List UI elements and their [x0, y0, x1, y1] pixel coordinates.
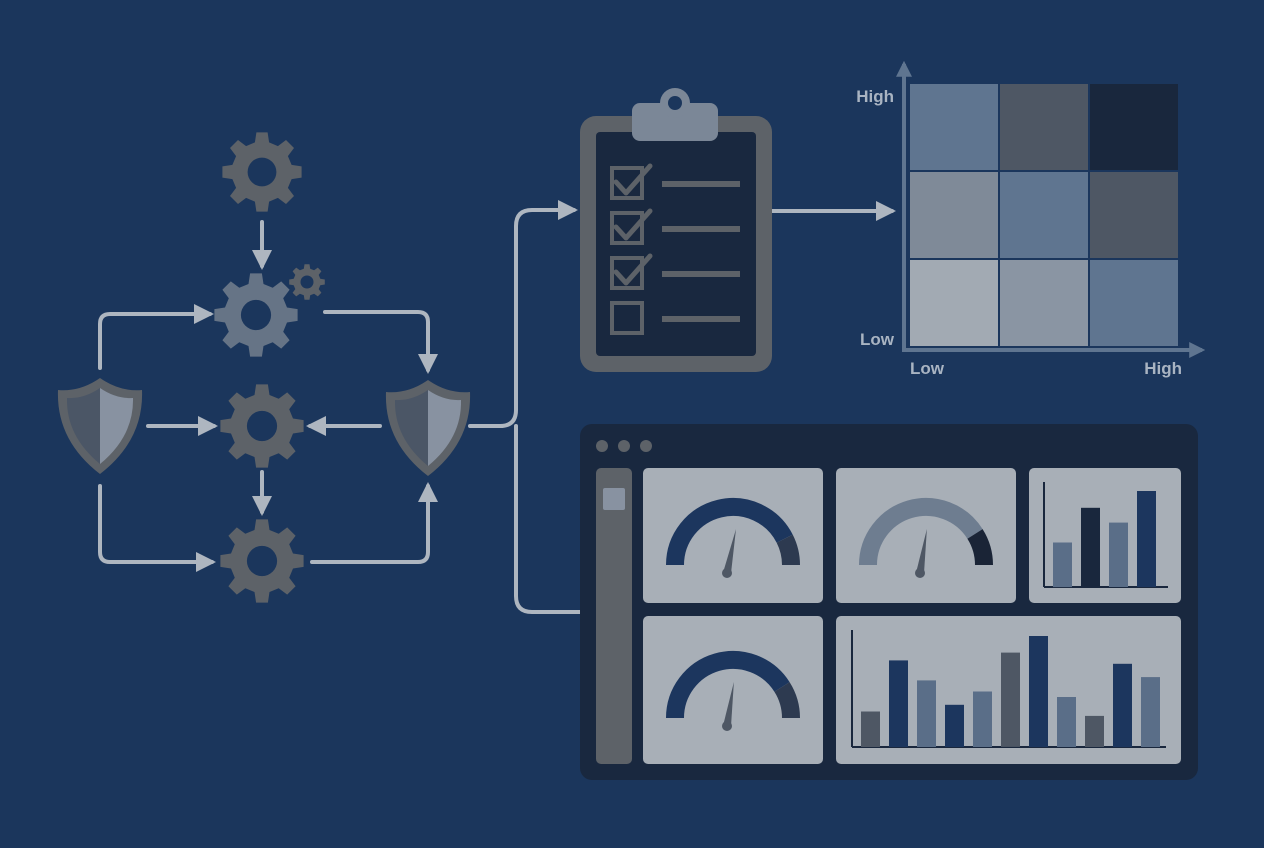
- workflow-connectors: [98, 200, 896, 614]
- clipboard-icon: [580, 88, 772, 372]
- gauge-arc-fill: [666, 498, 793, 566]
- clipboard-clip-hole: [668, 96, 682, 110]
- gear-hub: [246, 410, 278, 442]
- gear-hub: [300, 275, 314, 289]
- gauge-pivot: [722, 721, 732, 731]
- checklist-item: [610, 301, 740, 335]
- chart-bar: [1057, 697, 1076, 747]
- dashboard-sidebar-item: [603, 488, 625, 510]
- gauge-arc-fill: [859, 497, 983, 566]
- gauge: [859, 497, 994, 578]
- risk-matrix-cell: [910, 84, 998, 170]
- connector-left-shield-to-bottom: [98, 484, 216, 572]
- chart-bar: [917, 680, 936, 747]
- chart-bar: [1085, 715, 1104, 747]
- gauge-needle: [723, 682, 734, 727]
- window-dot: [640, 440, 652, 452]
- gear-hub: [247, 157, 277, 187]
- chart-bar: [1001, 652, 1020, 747]
- gauge: [666, 650, 801, 731]
- shield-icon: [385, 380, 471, 476]
- chart-bar: [889, 660, 908, 747]
- gauge-pivot: [915, 568, 925, 578]
- shield-icon: [57, 378, 143, 474]
- risk-matrix-cell: [1000, 260, 1088, 346]
- gauge: [666, 498, 800, 578]
- gear-icon: [220, 519, 304, 603]
- chart-bar: [1029, 636, 1048, 747]
- window-dot: [596, 440, 608, 452]
- risk-matrix-y-low-label: Low: [860, 330, 895, 349]
- chart-bar: [973, 691, 992, 747]
- risk-matrix-x-low-label: Low: [910, 359, 945, 378]
- chart-bar: [1113, 663, 1132, 748]
- checkbox-icon: [610, 211, 644, 245]
- risk-matrix-cells: [910, 84, 1178, 346]
- checkmark-icon: [613, 163, 653, 196]
- dashboard-sidebar: [596, 468, 632, 764]
- risk-matrix-x-high-label: High: [1144, 359, 1182, 378]
- dashboard-window: [580, 424, 1198, 780]
- checkbox-icon: [610, 301, 644, 335]
- small-bar-chart: [1043, 482, 1168, 588]
- connector-bottom-to-right-shield: [310, 482, 438, 564]
- risk-matrix-cell: [1000, 84, 1088, 170]
- chart-bar: [1053, 542, 1072, 588]
- chart-bar: [1109, 522, 1128, 587]
- risk-matrix-y-high-label: High: [856, 87, 894, 106]
- clipboard-clip: [632, 103, 718, 141]
- gauge-pivot: [722, 568, 732, 578]
- risk-matrix-cell: [910, 172, 998, 258]
- gear-hub: [240, 299, 272, 331]
- connector-left-shield-to-top: [98, 304, 214, 370]
- checklist-item: [610, 253, 740, 290]
- checkmark-icon: [613, 253, 653, 286]
- window-controls: [596, 440, 652, 452]
- window-dot: [618, 440, 630, 452]
- checklist-item: [610, 208, 740, 245]
- chart-bar: [1081, 507, 1100, 587]
- risk-matrix-cell: [1090, 84, 1178, 170]
- risk-matrix-cell: [1090, 172, 1178, 258]
- risk-matrix-cell: [1000, 172, 1088, 258]
- chart-bar: [861, 711, 880, 747]
- gauges: [666, 497, 994, 731]
- checklist: [610, 163, 740, 335]
- connector-top-to-right-shield: [323, 310, 438, 374]
- clipboard-paper: [596, 132, 756, 356]
- checkmark-icon: [613, 208, 653, 241]
- checklist-item: [610, 163, 740, 200]
- dashboard-panel-gauge-1: [643, 468, 823, 603]
- gear-icon: [289, 264, 325, 300]
- chart-bar: [1141, 677, 1160, 747]
- gauge-arc-rest: [776, 534, 800, 566]
- gauge-arc-rest: [774, 682, 801, 719]
- gauge-arc-fill: [666, 650, 790, 719]
- connector-branch-to-clipboard: [468, 200, 578, 428]
- connector-branch-to-dashboard: [514, 424, 582, 614]
- risk-matrix: High Low Low High: [856, 60, 1206, 378]
- dashboard-panel-small-chart: [1029, 468, 1181, 603]
- gear-icon: [214, 273, 298, 357]
- gear-hub: [246, 545, 278, 577]
- wide-bar-chart: [851, 630, 1166, 748]
- risk-matrix-cell: [1090, 260, 1178, 346]
- checkbox-icon: [610, 256, 644, 290]
- gauge-needle: [916, 529, 927, 574]
- gear-icon: [222, 132, 302, 212]
- gauge-arc-rest: [967, 529, 994, 566]
- chart-bar: [945, 704, 964, 747]
- chart-bar: [1137, 491, 1156, 587]
- risk-matrix-cell: [910, 260, 998, 346]
- gauge-needle: [723, 529, 736, 574]
- checkbox-icon: [610, 166, 644, 200]
- gear-icon: [220, 384, 304, 468]
